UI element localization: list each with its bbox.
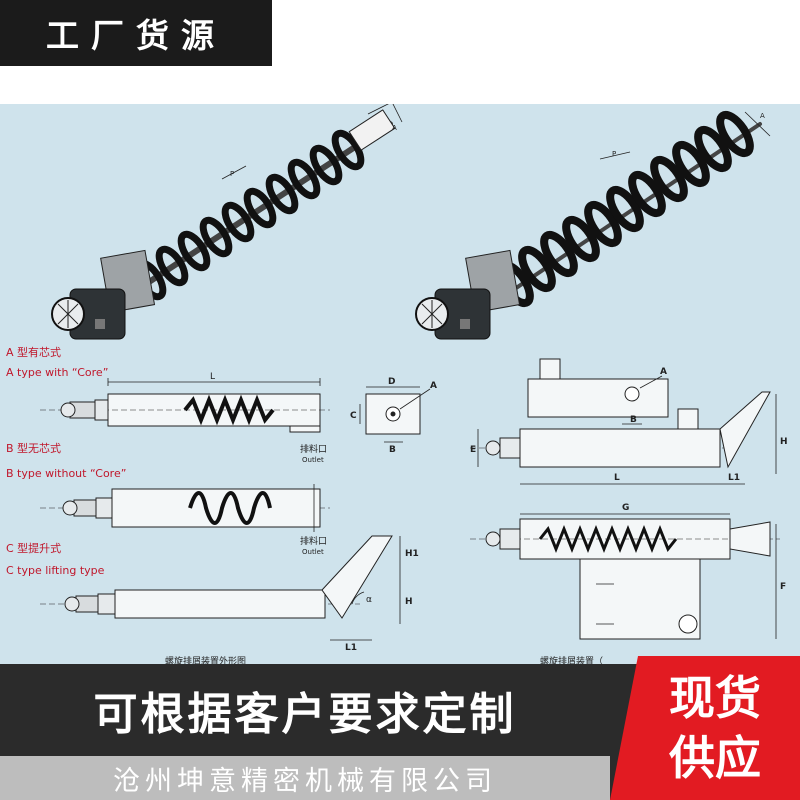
dim-b-right-label: B — [630, 415, 637, 425]
dim-c-label: C — [350, 411, 357, 421]
dim-g-label: G — [622, 503, 629, 513]
company-name: 沧州坤意精密机械有限公司 — [113, 765, 497, 797]
left-screw-conveyor-illustration: A P — [51, 104, 403, 340]
dim-l1-label: L1 — [345, 643, 357, 653]
customization-slogan: 可根据客户要求定制 — [93, 689, 517, 740]
caption-left: 螺旋排屑装置外形图 — [165, 655, 246, 664]
screw-conveyor-drawing: A P — [6, 104, 788, 664]
outlet-en-label-1: Outlet — [302, 456, 324, 464]
type-b-cn-label: B 型无芯式 — [6, 441, 61, 455]
type-a-en-label: A type with “Core” — [6, 366, 108, 379]
right-side-view-drawing — [470, 358, 780, 640]
type-c-cn-label: C 型提升式 — [6, 541, 61, 555]
dim-l-right-label: L — [614, 473, 620, 483]
dim-h-right-label: H — [780, 437, 788, 447]
dim-e-label: E — [470, 445, 476, 455]
in-stock-badge-line2: 供应 — [669, 731, 761, 785]
type-a-cn-label: A 型有芯式 — [6, 345, 61, 359]
svg-text:A: A — [392, 124, 397, 132]
dim-l1-right-label: L1 — [728, 473, 740, 483]
in-stock-badge-background — [610, 656, 800, 800]
type-b-en-label: B type without “Core” — [6, 467, 126, 480]
dim-a-right-label: A — [660, 367, 667, 377]
svg-text:A: A — [760, 112, 765, 120]
outlet-cn-label-2: 排料口 — [300, 535, 327, 547]
caption-right: 螺旋排屑装置（ — [540, 655, 603, 664]
dim-b-label: B — [389, 445, 396, 455]
svg-text:P: P — [230, 170, 234, 178]
type-c-drawing — [40, 535, 401, 641]
outlet-cn-label-1: 排料口 — [300, 443, 327, 455]
dim-alpha-label: α — [366, 595, 372, 605]
in-stock-badge: 现货 供应 — [640, 656, 790, 800]
dim-d-label: D — [388, 377, 395, 387]
cross-section-view — [359, 386, 431, 443]
right-screw-conveyor-illustration: P A — [415, 110, 771, 340]
outlet-en-label-2: Outlet — [302, 548, 324, 556]
company-bar — [0, 756, 610, 800]
dim-a-label: A — [430, 381, 437, 391]
dim-f-label: F — [780, 582, 786, 592]
in-stock-badge-line1: 现货 — [669, 671, 761, 725]
dim-h-label: H — [405, 597, 413, 607]
type-a-drawing — [40, 378, 330, 433]
type-c-en-label: C type lifting type — [6, 564, 105, 577]
factory-source-badge: 工厂货源 — [0, 0, 272, 66]
dim-l-label: L — [210, 372, 215, 382]
dim-h1-label: H1 — [405, 549, 419, 559]
svg-text:P: P — [612, 150, 616, 158]
type-b-drawing — [40, 484, 330, 532]
technical-drawing-panel: A P — [0, 104, 800, 664]
